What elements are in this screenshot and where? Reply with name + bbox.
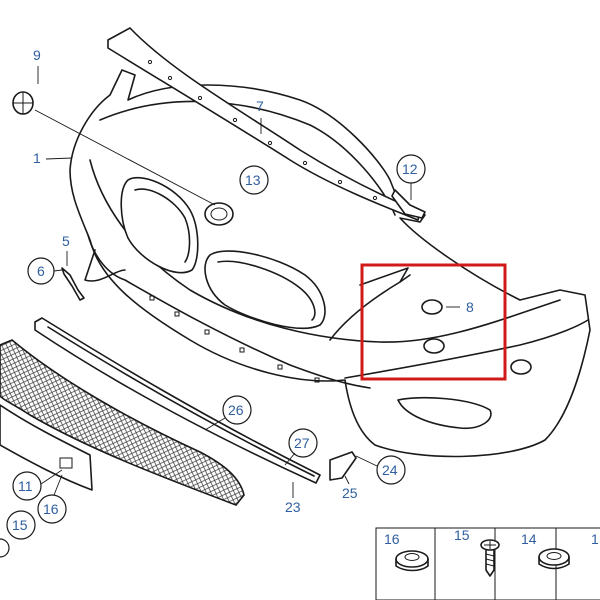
svg-text:6: 6 <box>37 263 45 279</box>
svg-text:24: 24 <box>382 462 398 478</box>
callout-26: 26 <box>204 395 252 431</box>
svg-text:27: 27 <box>294 435 310 451</box>
callout-13: 13 <box>239 165 269 195</box>
lower-strip <box>34 317 321 484</box>
callout-5: 5 <box>62 233 70 266</box>
svg-text:8: 8 <box>466 299 474 315</box>
svg-text:15: 15 <box>12 517 28 533</box>
callout-9: 9 <box>33 47 41 84</box>
bracket-part-25 <box>329 451 357 481</box>
callout-11: 11 <box>12 469 63 501</box>
svg-text:1: 1 <box>33 150 41 166</box>
svg-text:25: 25 <box>342 485 358 501</box>
svg-text:9: 9 <box>33 47 41 63</box>
bumper-cover <box>69 69 591 458</box>
inset-label-16: 16 <box>384 531 400 547</box>
bracket-part-12 <box>391 189 426 219</box>
inset-label-15: 15 <box>454 527 470 543</box>
svg-text:16: 16 <box>43 501 59 517</box>
callout-6: 6 <box>27 257 63 285</box>
callout-16: 16 <box>37 474 67 524</box>
svg-text:12: 12 <box>402 161 418 177</box>
inset-label-14: 14 <box>521 531 537 547</box>
svg-text:11: 11 <box>18 478 33 494</box>
partial-callout-circle <box>0 538 10 558</box>
svg-text:1: 1 <box>591 531 599 547</box>
emblem-part-9 <box>12 91 216 206</box>
callout-7: 7 <box>256 98 264 134</box>
highlight-box <box>360 263 507 381</box>
inset-label-1x: 1 <box>591 531 599 547</box>
svg-text:16: 16 <box>384 531 400 547</box>
callout-27: 27 <box>284 428 318 466</box>
svg-text:7: 7 <box>256 98 264 114</box>
clip-part-6 <box>61 267 85 301</box>
svg-text:23: 23 <box>285 499 301 515</box>
lower-grille-mesh <box>0 339 245 506</box>
callout-25: 25 <box>342 475 358 501</box>
svg-text:14: 14 <box>521 531 537 547</box>
callout-24: 24 <box>355 455 406 485</box>
small-parts-inset: 16 15 14 1 <box>375 527 600 600</box>
callout-12: 12 <box>396 154 426 200</box>
callout-23: 23 <box>285 482 301 515</box>
svg-text:26: 26 <box>228 402 244 418</box>
left-bracket <box>0 404 93 491</box>
callout-15: 15 <box>6 510 36 540</box>
svg-text:5: 5 <box>62 233 70 249</box>
callout-1: 1 <box>33 150 73 166</box>
lower-lip <box>84 234 371 389</box>
callout-8: 8 <box>446 299 474 315</box>
svg-text:15: 15 <box>454 527 470 543</box>
svg-text:13: 13 <box>245 172 261 188</box>
